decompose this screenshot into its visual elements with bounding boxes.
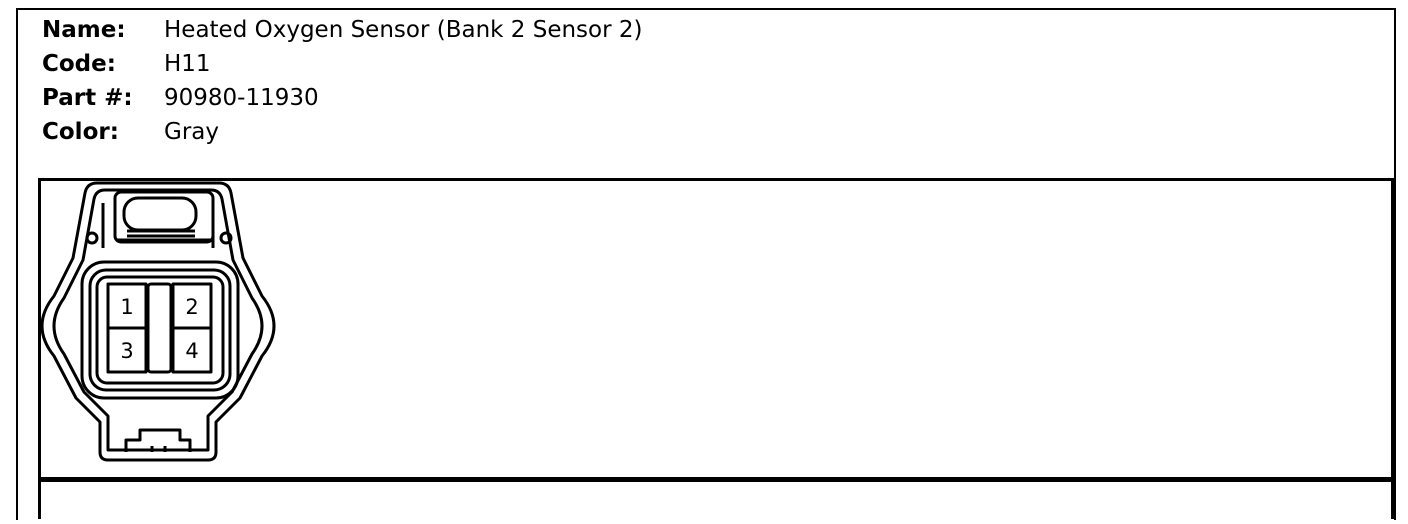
cavity-frame-inner <box>95 275 225 385</box>
pin-3-label: 3 <box>120 339 133 363</box>
latch-inner <box>122 196 198 232</box>
bottom-latch <box>124 428 192 452</box>
connector-info-panel <box>16 8 1396 520</box>
code-value: H11 <box>164 51 211 77</box>
footer-area <box>38 479 1394 519</box>
color-label: Color: <box>42 119 119 145</box>
cavity-frame-mid <box>88 268 232 392</box>
color-value: Gray <box>164 119 219 145</box>
name-value: Heated Oxygen Sensor (Bank 2 Sensor 2) <box>164 17 643 43</box>
mount-hole-left <box>85 231 99 245</box>
name-label: Name: <box>42 17 126 43</box>
connector-housing-inner <box>52 188 264 452</box>
mount-hole-right <box>219 231 233 245</box>
cavity-frame-outer <box>80 260 240 400</box>
pin-block-center <box>146 282 173 374</box>
connector-housing-outer <box>40 181 276 462</box>
code-label: Code: <box>42 51 116 77</box>
pin-1-label: 1 <box>120 295 133 319</box>
pin-2-label: 2 <box>185 295 198 319</box>
part-label: Part #: <box>42 85 133 111</box>
connector-diagram-area <box>38 178 1394 480</box>
part-value: 90980-11930 <box>164 85 319 111</box>
pin-4-label: 4 <box>185 339 198 363</box>
